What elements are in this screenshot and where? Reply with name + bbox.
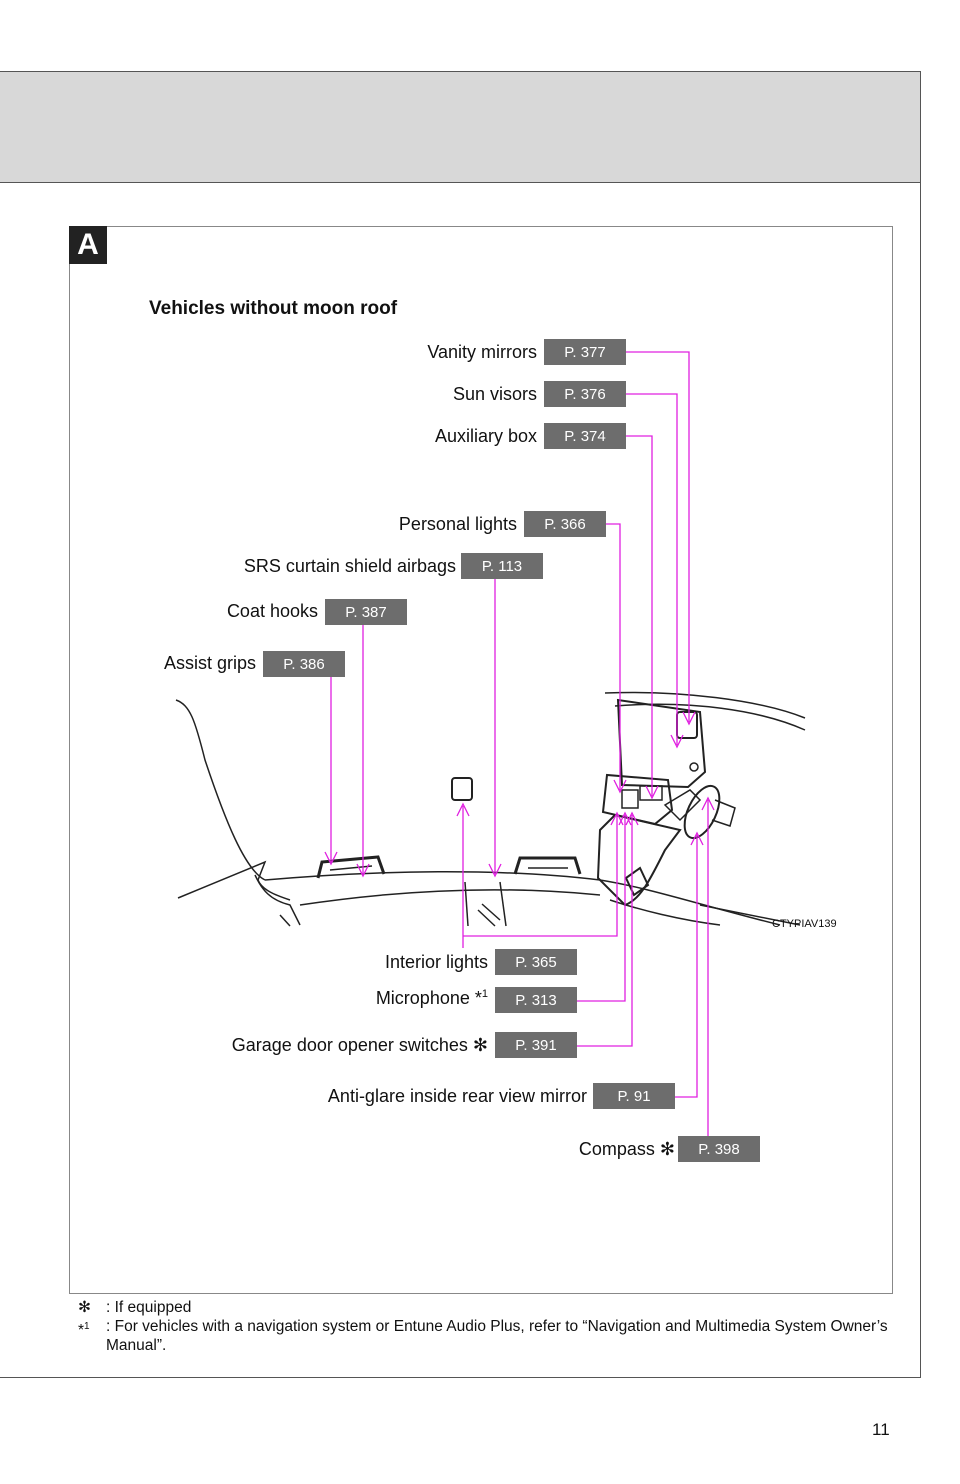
diagram-subtitle: Vehicles without moon roof (149, 298, 398, 319)
page-frame (0, 182, 921, 1378)
label-assist-grips: Assist grips (163, 653, 256, 673)
image-code: CTYPIAV139 (772, 918, 837, 930)
footnote-text: : For vehicles with a navigation system … (106, 1318, 888, 1354)
ref-assist-grips[interactable]: P. 386 (263, 651, 345, 677)
footnote-navigation: *1 : For vehicles with a navigation syst… (78, 1317, 898, 1355)
ref-interior-lights[interactable]: P. 365 (495, 949, 577, 975)
label-sun-visors: Sun visors (452, 384, 537, 404)
label-compass: Compass ✻ (578, 1139, 675, 1159)
ref-microphone[interactable]: P. 313 (495, 987, 577, 1013)
ref-compass[interactable]: P. 398 (678, 1136, 760, 1162)
ref-vanity-mirrors[interactable]: P. 377 (544, 339, 626, 365)
microphone-sup: 1 (481, 988, 488, 1000)
label-auxiliary-box: Auxiliary box (434, 426, 537, 446)
ref-coat-hooks[interactable]: P. 387 (325, 599, 407, 625)
label-microphone: Microphone *1 (376, 988, 488, 1009)
diagram-panel (69, 226, 893, 1294)
footnote-if-equipped: ✻ : If equipped (78, 1298, 898, 1317)
ref-anti-glare-mirror[interactable]: P. 91 (593, 1083, 675, 1109)
ref-auxiliary-box[interactable]: P. 374 (544, 423, 626, 449)
ref-srs-airbags[interactable]: P. 113 (461, 553, 543, 579)
car-interior-drawing (175, 691, 806, 927)
footnote-text: : If equipped (106, 1299, 192, 1316)
microphone-text: Microphone * (375, 988, 482, 1008)
footnote-sup: 1 (84, 1321, 90, 1332)
footnote-mark: *1 (78, 1317, 106, 1355)
label-interior-lights: Interior lights (384, 952, 488, 972)
label-personal-lights: Personal lights (398, 514, 517, 534)
ref-personal-lights[interactable]: P. 366 (524, 511, 606, 537)
header-band (0, 71, 921, 183)
label-vanity-mirrors: Vanity mirrors (427, 342, 537, 362)
ref-sun-visors[interactable]: P. 376 (544, 381, 626, 407)
label-garage-door-opener: Garage door opener switches ✻ (231, 1035, 488, 1055)
label-anti-glare-mirror: Anti-glare inside rear view mirror (327, 1086, 587, 1106)
label-srs-airbags: SRS curtain shield airbags (243, 556, 456, 576)
section-badge: A (69, 226, 107, 264)
footnote-mark: ✻ (78, 1299, 91, 1316)
ref-garage-door-opener[interactable]: P. 391 (495, 1032, 577, 1058)
label-coat-hooks: Coat hooks (226, 601, 318, 621)
footnotes: ✻ : If equipped *1 : For vehicles with a… (78, 1298, 898, 1355)
page-number: 11 (872, 1420, 890, 1439)
footnote-star: * (78, 1322, 85, 1340)
leader-lines (324, 351, 715, 1136)
